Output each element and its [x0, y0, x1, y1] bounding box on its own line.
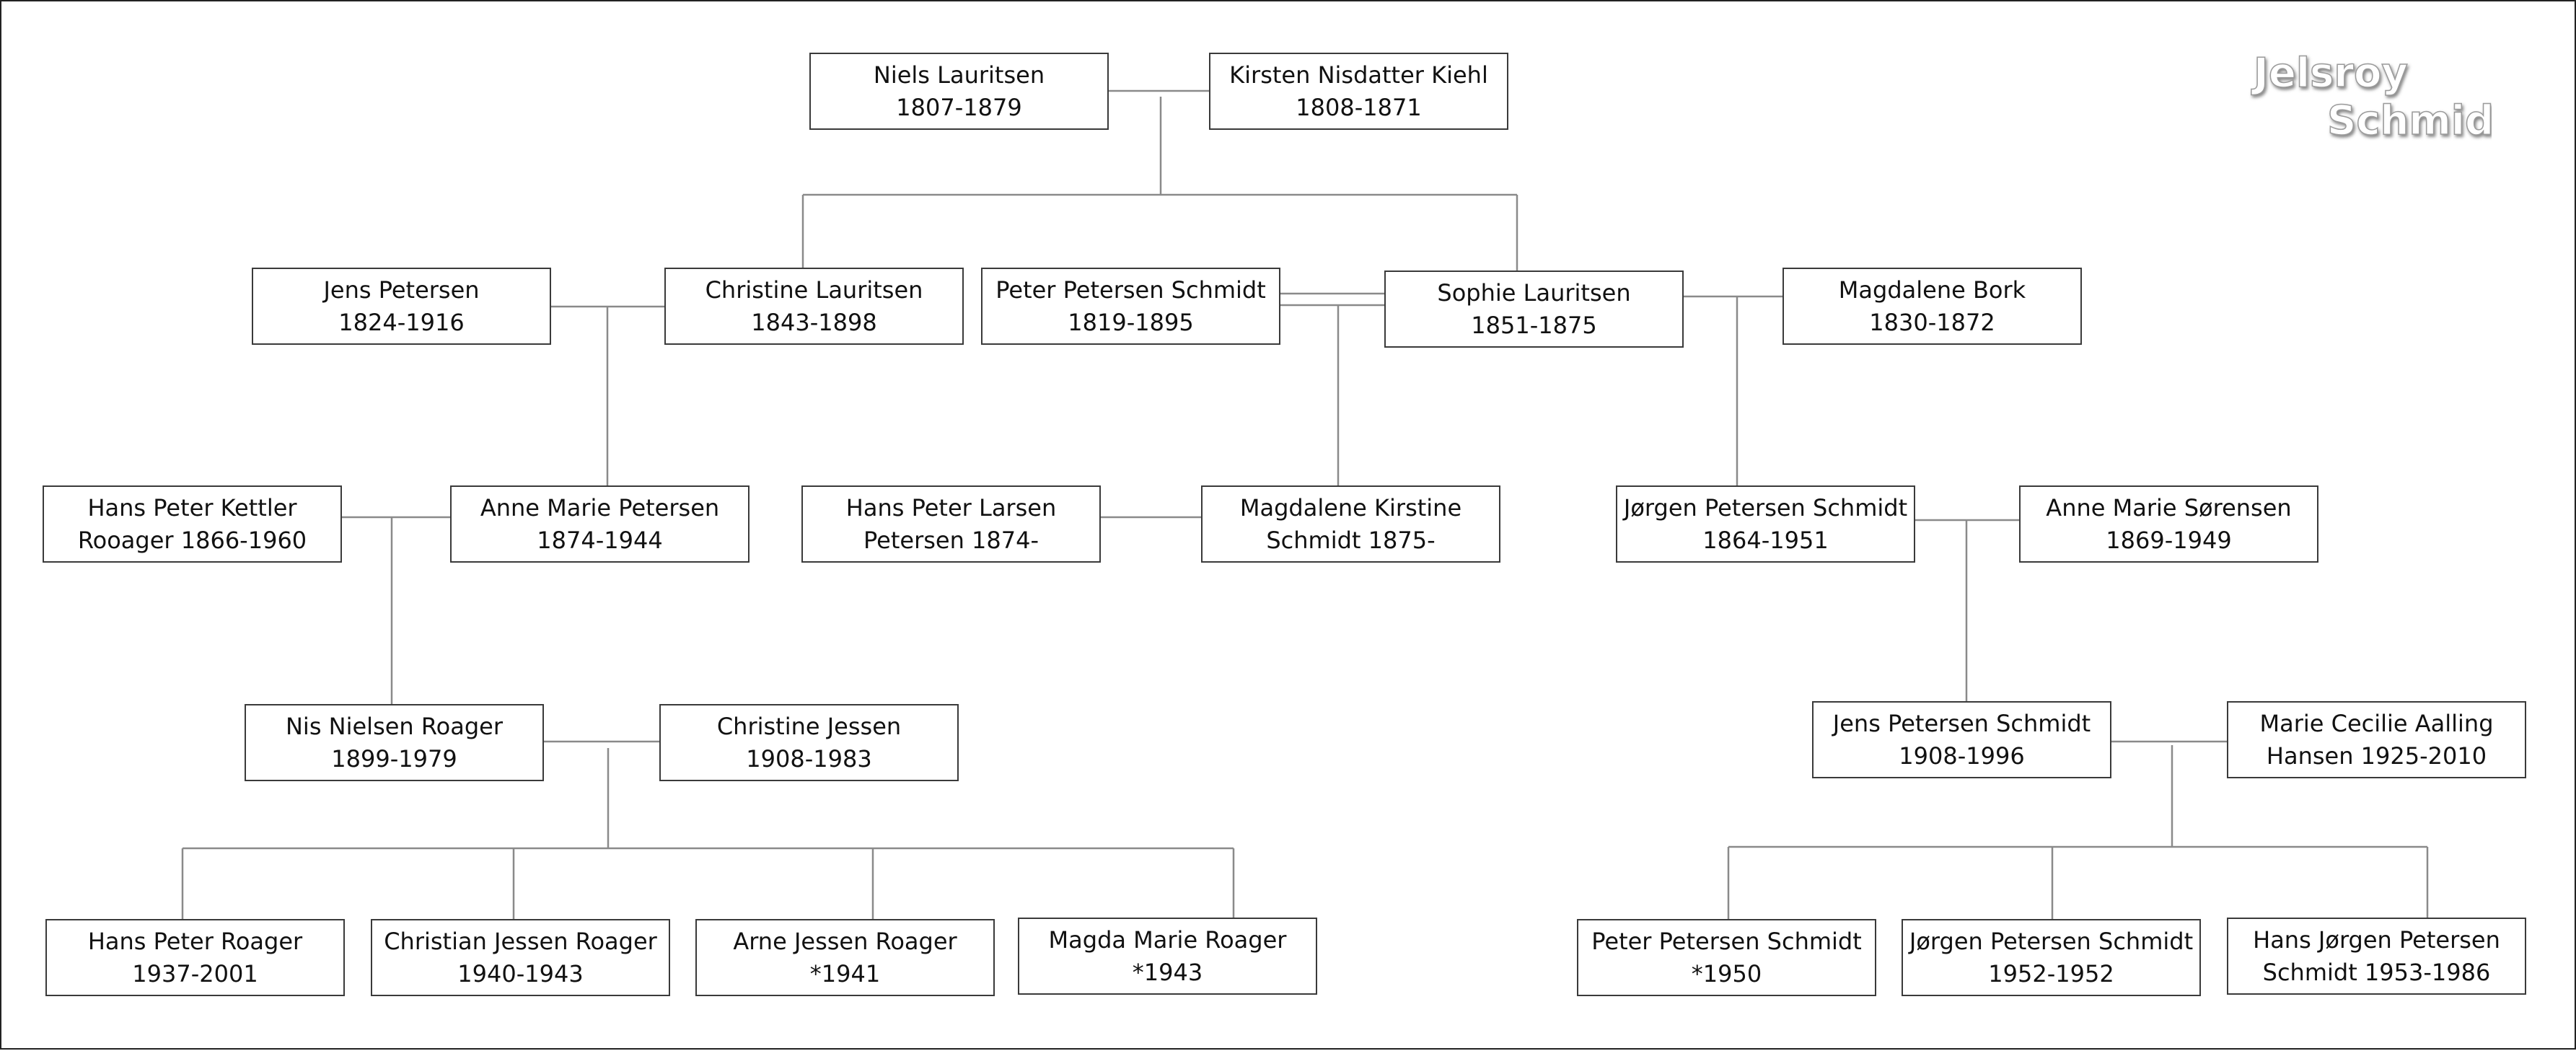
person-box-christine-jessen: Christine Jessen 1908-1983 [659, 704, 959, 781]
person-name: Anne Marie Sørensen [2046, 493, 2292, 522]
person-dates: Schmidt 1953-1986 [2262, 958, 2491, 986]
person-name: Magdalene Kirstine [1239, 493, 1462, 522]
person-dates: 1937-2001 [132, 959, 258, 988]
person-name: Hans Peter Kettler [87, 493, 297, 522]
person-box-sophie-lauritsen: Sophie Lauritsen 1851-1875 [1384, 271, 1684, 348]
person-name: Jørgen Petersen Schmidt [1623, 493, 1908, 522]
person-name: Jens Petersen Schmidt [1832, 709, 2091, 737]
person-box-niels-lauritsen: Niels Lauritsen 1807-1879 [809, 53, 1109, 130]
person-dates: 1908-1996 [1899, 742, 2025, 770]
person-name: Jørgen Petersen Schmidt [1909, 927, 2194, 955]
person-box-peter-petersen-schmidt-1819: Peter Petersen Schmidt 1819-1895 [981, 268, 1280, 345]
person-name: Jens Petersen [323, 276, 480, 304]
person-box-jens-petersen-schmidt: Jens Petersen Schmidt 1908-1996 [1812, 701, 2111, 778]
person-box-marie-cecilie-aalling-hansen: Marie Cecilie Aalling Hansen 1925-2010 [2227, 701, 2526, 778]
person-name: Marie Cecilie Aalling [2259, 709, 2494, 737]
person-name: Hans Peter Larsen [845, 493, 1057, 522]
person-dates: 1843-1898 [751, 308, 877, 336]
person-dates: 1851-1875 [1471, 311, 1597, 339]
person-name: Sophie Lauritsen [1437, 278, 1631, 307]
person-name: Kirsten Nisdatter Kiehl [1229, 61, 1488, 89]
person-name: Christine Lauritsen [705, 276, 923, 304]
person-dates: 1808-1871 [1296, 93, 1422, 121]
person-box-magdalene-bork: Magdalene Bork 1830-1872 [1782, 268, 2082, 345]
person-box-nis-nielsen-roager: Nis Nielsen Roager 1899-1979 [245, 704, 544, 781]
person-name: Hans Jørgen Petersen [2253, 925, 2500, 954]
person-name: Magdalene Bork [1838, 276, 2026, 304]
person-name: Niels Lauritsen [873, 61, 1045, 89]
person-name: Anne Marie Petersen [480, 493, 720, 522]
person-box-magdalene-kirstine-schmidt: Magdalene Kirstine Schmidt 1875- [1201, 485, 1500, 563]
person-dates: 1830-1872 [1869, 308, 1995, 336]
person-dates: 1869-1949 [2106, 526, 2232, 554]
jelsroy-schmidt-logo: Jelsroy Schmidt [2246, 49, 2513, 150]
person-name: Arne Jessen Roager [733, 927, 957, 955]
person-dates: 1874-1944 [537, 526, 663, 554]
person-box-anne-marie-petersen: Anne Marie Petersen 1874-1944 [450, 485, 749, 563]
person-name: Peter Petersen Schmidt [995, 276, 1266, 304]
person-box-arne-jessen-roager: Arne Jessen Roager *1941 [695, 919, 995, 996]
person-name: Christian Jessen Roager [384, 927, 657, 955]
person-box-hans-peter-roager: Hans Peter Roager 1937-2001 [45, 919, 345, 996]
person-name: Nis Nielsen Roager [285, 712, 504, 740]
person-dates: 1899-1979 [331, 744, 457, 773]
person-box-christine-lauritsen: Christine Lauritsen 1843-1898 [664, 268, 964, 345]
person-box-magda-marie-roager: Magda Marie Roager *1943 [1018, 918, 1317, 995]
person-box-christian-jessen-roager: Christian Jessen Roager 1940-1943 [371, 919, 670, 996]
person-dates: *1950 [1691, 959, 1762, 988]
person-name: Magda Marie Roager [1048, 925, 1287, 954]
person-dates: 1819-1895 [1068, 308, 1194, 336]
person-dates: *1941 [809, 959, 881, 988]
logo-line-2: Schmidt [2327, 97, 2492, 144]
person-dates: Schmidt 1875- [1266, 526, 1436, 554]
person-box-peter-petersen-schmidt-1950: Peter Petersen Schmidt *1950 [1577, 919, 1876, 996]
person-dates: *1943 [1132, 958, 1203, 986]
person-dates: 1952-1952 [1988, 959, 2114, 988]
person-dates: 1864-1951 [1702, 526, 1829, 554]
person-box-jorgen-petersen-schmidt-1864: Jørgen Petersen Schmidt 1864-1951 [1616, 485, 1915, 563]
person-dates: Petersen 1874- [863, 526, 1039, 554]
person-box-jorgen-petersen-schmidt-1952: Jørgen Petersen Schmidt 1952-1952 [1902, 919, 2201, 996]
person-dates: 1940-1943 [457, 959, 584, 988]
person-dates: Rooager 1866-1960 [77, 526, 307, 554]
person-dates: Hansen 1925-2010 [2266, 742, 2487, 770]
person-dates: 1824-1916 [338, 308, 465, 336]
person-box-anne-marie-sorensen: Anne Marie Sørensen 1869-1949 [2019, 485, 2318, 563]
person-dates: 1807-1879 [896, 93, 1022, 121]
person-box-hans-peter-kettler-rooager: Hans Peter Kettler Rooager 1866-1960 [43, 485, 342, 563]
person-name: Peter Petersen Schmidt [1591, 927, 1862, 955]
person-box-hans-jorgen-petersen-schmidt: Hans Jørgen Petersen Schmidt 1953-1986 [2227, 918, 2526, 995]
person-dates: 1908-1983 [746, 744, 872, 773]
person-name: Hans Peter Roager [87, 927, 303, 955]
person-box-jens-petersen: Jens Petersen 1824-1916 [252, 268, 551, 345]
person-box-kirsten-nisdatter-kiehl: Kirsten Nisdatter Kiehl 1808-1871 [1209, 53, 1508, 130]
person-name: Christine Jessen [716, 712, 902, 740]
person-box-hans-peter-larsen-petersen: Hans Peter Larsen Petersen 1874- [801, 485, 1101, 563]
logo-line-1: Jelsroy [2251, 50, 2408, 97]
